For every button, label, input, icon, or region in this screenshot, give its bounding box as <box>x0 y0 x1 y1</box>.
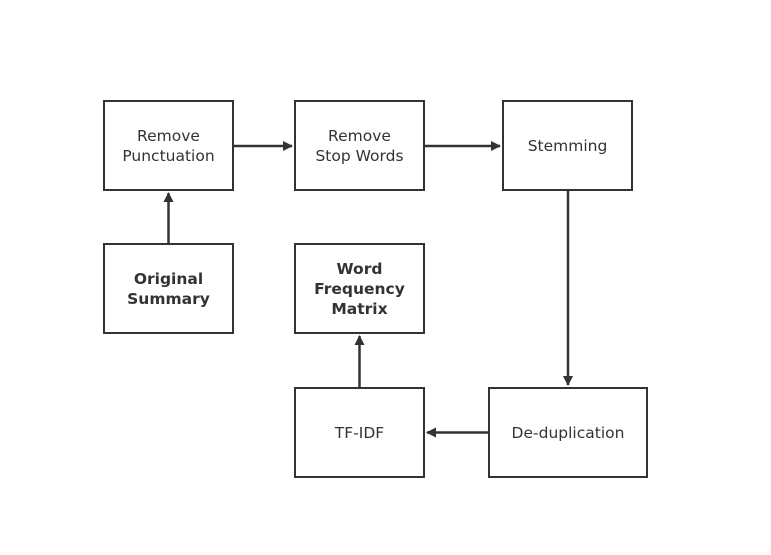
remove-stop-words-line2: Stop Words <box>315 146 404 165</box>
tf-idf-label: TF-IDF <box>334 423 385 442</box>
word-frequency-matrix-node: Word Frequency Matrix <box>294 243 425 334</box>
remove-stop-words-line1: Remove <box>328 126 391 145</box>
remove-punctuation-line2: Punctuation <box>122 146 215 165</box>
original-summary-line1: Original <box>133 269 204 288</box>
word-frequency-line2: Frequency <box>314 279 405 298</box>
stemming-node: Stemming <box>502 100 633 191</box>
de-duplication-label: De-duplication <box>511 423 625 442</box>
original-summary-line2: Summary <box>127 289 210 308</box>
word-frequency-line1: Word <box>336 259 383 278</box>
remove-punctuation-node: Remove Punctuation <box>103 100 234 191</box>
de-duplication-node: De-duplication <box>488 387 648 478</box>
word-frequency-line3: Matrix <box>331 299 388 318</box>
remove-punctuation-line1: Remove <box>137 126 200 145</box>
tf-idf-node: TF-IDF <box>294 387 425 478</box>
remove-stop-words-node: Remove Stop Words <box>294 100 425 191</box>
original-summary-node: Original Summary <box>103 243 234 334</box>
stemming-label: Stemming <box>527 136 608 155</box>
